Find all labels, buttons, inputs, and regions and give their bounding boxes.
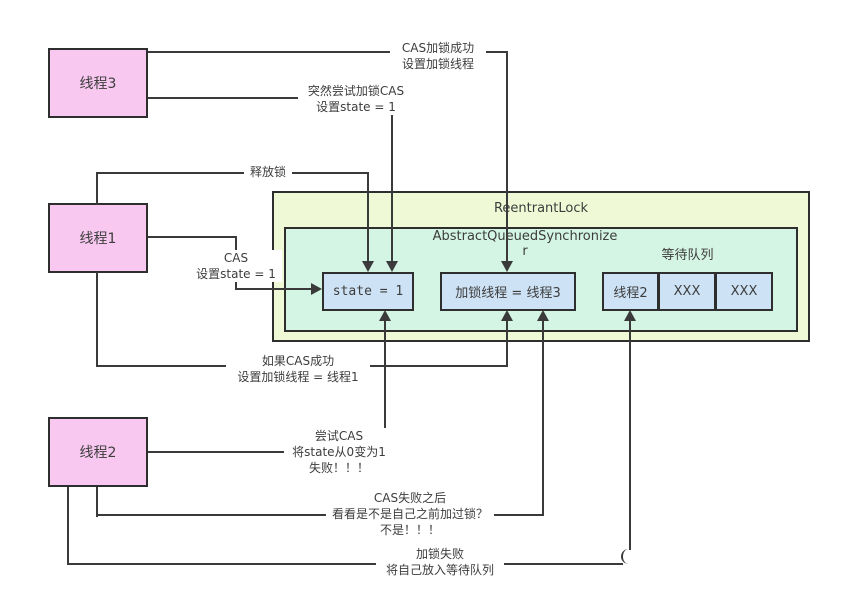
annotation-line: 不是！！！ (379, 523, 440, 537)
annotation-line: 看看是不是自己之前加过锁？ (331, 507, 488, 521)
annotation-line: 释放锁 (249, 165, 286, 179)
annotation-line: 设置state = 1 (316, 100, 396, 114)
queue-cell-thread2: 线程2 (602, 272, 659, 311)
thread1-box: 线程1 (48, 203, 148, 273)
annotation-lock-fail: 加锁失败 将自己放入等待队列 (376, 546, 504, 578)
line-sudden-cas-v (391, 99, 393, 263)
aqs-title: AbstractQueuedSynchronize r (325, 229, 725, 259)
line-trycas-v (384, 319, 386, 429)
line-ifcas-down (96, 272, 98, 367)
annotation-cas-fail-after: CAS失败之后 看看是不是自己之前加过锁？ 不是！！！ (326, 490, 494, 538)
line-sudden-cas-h (148, 97, 394, 99)
line-lockfail-v (629, 319, 631, 550)
annotation-line: 设置state = 1 (196, 267, 276, 281)
lock-thread-box: 加锁线程 = 线程3 (440, 272, 576, 311)
line-cas-success-h (148, 51, 508, 53)
line-lockfail-hook (621, 549, 630, 564)
annotation-line: CAS加锁成功 (401, 41, 475, 55)
annotation-release-lock: 释放锁 (244, 164, 292, 180)
annotation-cas-set-state: CAS 设置state = 1 (190, 250, 282, 282)
annotation-line: 将state从0变为1 (292, 445, 386, 459)
line-casfail-v (542, 319, 544, 516)
line-release-up (96, 172, 98, 205)
queue-cell-xxx-1: XXX (658, 272, 716, 311)
line-lockfail-down (67, 487, 69, 565)
queue-cell-label: 线程2 (613, 286, 648, 301)
line-ifcas-v (506, 319, 508, 367)
thread1-label: 线程1 (79, 231, 117, 247)
line-casfail-h (96, 514, 544, 516)
annotation-line: 将自己放入等待队列 (385, 563, 494, 577)
arrowhead-up-lockthread-right (537, 310, 549, 321)
queue-cell-label: XXX (673, 284, 701, 299)
wait-queue-title: 等待队列 (661, 248, 714, 263)
thread3-label: 线程3 (79, 76, 117, 92)
line-trycas-h (148, 451, 346, 453)
arrowhead-down-state-right (386, 261, 398, 272)
annotation-if-cas-success: 如果CAS成功 设置加锁线程 = 线程1 (226, 353, 370, 385)
annotation-line: 失败！！！ (308, 461, 369, 475)
queue-cell-label: XXX (730, 284, 758, 299)
thread2-box: 线程2 (48, 417, 148, 487)
annotation-line: 尝试CAS (314, 429, 364, 443)
annotation-cas-success: CAS加锁成功 设置加锁线程 (390, 40, 486, 72)
line-cas-set-h2 (235, 288, 313, 290)
annotation-line: CAS (223, 251, 249, 265)
line-casfail-down (96, 487, 98, 517)
line-release-h (96, 172, 369, 174)
annotation-line: 加锁失败 (415, 547, 464, 561)
arrowhead-down-lockthread (501, 261, 513, 272)
aqs-title-line2: r (522, 244, 528, 259)
line-cas-success-v (506, 51, 508, 263)
annotation-line: 设置加锁线程 (401, 57, 474, 71)
thread2-label: 线程2 (79, 445, 117, 461)
line-release-v (367, 172, 369, 263)
lock-thread-value: 加锁线程 = 线程3 (455, 286, 561, 301)
state-box: state = 1 (322, 272, 414, 311)
queue-cell-xxx-2: XXX (715, 272, 773, 311)
thread3-box: 线程3 (48, 48, 148, 118)
line-cas-set-h1 (148, 236, 237, 238)
aqs-title-line1: AbstractQueuedSynchronize (432, 229, 618, 244)
reentrantlock-title: ReentrantLock (493, 201, 589, 216)
line-lockfail-h (67, 563, 623, 565)
arrowhead-up-lockthread-left (501, 310, 513, 321)
annotation-line: 设置加锁线程 = 线程1 (237, 370, 359, 384)
arrowhead-right-state (311, 283, 322, 295)
arrowhead-up-state (379, 310, 391, 321)
annotation-line: 如果CAS成功 (261, 354, 335, 368)
arrowhead-down-state-left (362, 261, 374, 272)
annotation-try-cas: 尝试CAS 将state从0变为1 失败！！！ (284, 428, 394, 476)
annotation-line: 突然尝试加锁CAS (307, 84, 405, 98)
arrowhead-up-queue (624, 310, 636, 321)
state-value: state = 1 (332, 284, 404, 299)
annotation-line: CAS失败之后 (373, 491, 447, 505)
annotation-sudden-cas: 突然尝试加锁CAS 设置state = 1 (298, 83, 414, 115)
